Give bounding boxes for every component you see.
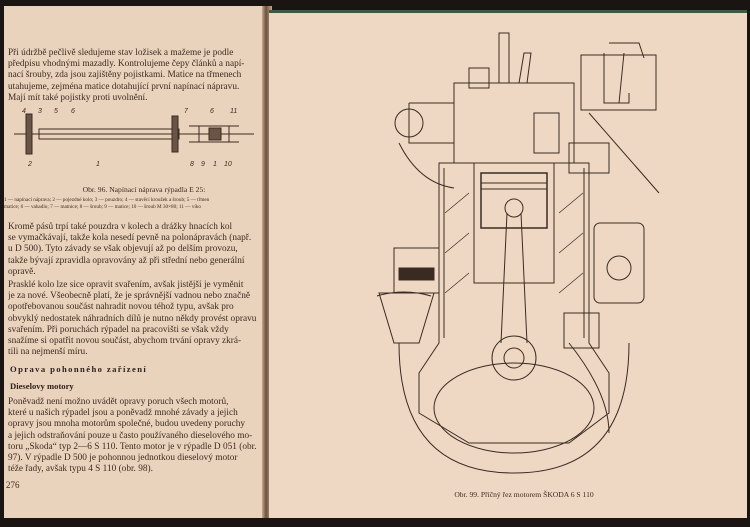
figure-label: 2 <box>27 161 32 168</box>
text-line: Kromě pásů trpí také pouzdra v kolech a … <box>8 222 233 232</box>
figure-label: 10 <box>224 161 232 168</box>
text-line: snažíme si opatřit novou součást, abycho… <box>8 336 242 347</box>
text-line: Poněvadž není možno uvádět opravy poruch… <box>8 397 229 407</box>
figure-96-caption: Obr. 96. Napínací náprava rýpadla E 25: <box>82 185 206 194</box>
text-line: které u našich rýpadel jsou a poněvadž m… <box>8 408 238 419</box>
text-line: u D 500). Tyto závady se však objevují a… <box>8 244 238 255</box>
figure-label: 3 <box>38 108 42 115</box>
text-line: svařením. Při poruchách rýpadel na praco… <box>8 324 229 335</box>
figure-label: 8 <box>190 161 194 168</box>
page-number: 276 <box>6 480 20 490</box>
text-line: utahujeme, zejména matice dotahující prv… <box>8 81 240 92</box>
figure-label: 1 <box>213 161 217 168</box>
figure-label: 5 <box>54 108 58 115</box>
text-line: předpisu vhodnými mazadly. Kontrolujeme … <box>8 59 245 70</box>
text-line: Prasklé kolo lze sice opravit svařením, … <box>8 280 244 290</box>
legend-line: 1 — napínací náprava; 2 — pojezdné kolo;… <box>4 197 210 203</box>
figure-label: 6 <box>210 108 214 115</box>
text-line: a jejich odstraňování pouze u často použ… <box>8 430 253 441</box>
figure-label: 6 <box>71 108 75 115</box>
right-page: Obr. 99. Příčný řez motorem ŠKODA 6 S 11… <box>269 10 747 518</box>
figure-99-caption: Obr. 99. Příčný řez motorem ŠKODA 6 S 11… <box>454 490 594 499</box>
left-page: Při údržbě pečlivě sledujeme stav ložise… <box>4 6 266 518</box>
text-line: je za nové. Všeobecně platí, že je správ… <box>8 291 250 302</box>
paragraph-welding: Prasklé kolo lze sice opravit svařením, … <box>8 280 262 358</box>
figure-label: 9 <box>201 161 205 168</box>
text-line: opotřebovanou součást nahradit novou téh… <box>8 302 234 313</box>
text-line: 97). V rýpadle D 500 je pohonnou jednotk… <box>8 453 238 464</box>
text-line: takže bývají zpravidla opravovány až při… <box>8 255 245 266</box>
text-line: opravy jsou mnoha motorům společné, budo… <box>8 419 246 430</box>
figure-label: 4 <box>22 108 26 115</box>
text-line: obvyklý nedostatek náhradních dílů je nu… <box>8 313 257 324</box>
text-line: Při údržbě pečlivě sledujeme stav ložise… <box>8 48 234 58</box>
paragraph-wheels: Kromě pásů trpí také pouzdra v kolech a … <box>8 222 262 278</box>
subsection-heading: Dieselovy motory <box>10 381 74 391</box>
book-gutter <box>262 6 272 518</box>
figure-96-axle-drawing: 4 3 5 6 7 6 11 2 1 8 9 1 10 <box>14 108 254 168</box>
text-line: se vymačkávají, takže kola nesedí pevně … <box>8 233 252 244</box>
legend-line: matice; 6 — vahadlo; 7 — matnice; 8 — šr… <box>4 204 201 210</box>
figure-label: 7 <box>184 108 189 115</box>
figure-99-engine-cross-section <box>376 32 660 474</box>
paragraph-diesel: Poněvadž není možno uvádět opravy poruch… <box>8 397 262 475</box>
text-line: nací šrouby, zda jsou zajištěny pojistka… <box>8 70 242 81</box>
figure-label: 11 <box>230 108 237 115</box>
figure-96-legend: 1 — napínací náprava; 2 — pojezdné kolo;… <box>4 197 266 211</box>
paragraph-maintenance: Při údržbě pečlivě sledujeme stav ložise… <box>8 48 262 104</box>
text-line: toru „Škoda“ typ 2—6 S 110. Tento motor … <box>8 441 257 452</box>
section-heading: Oprava pohonného zařízení <box>10 364 148 374</box>
text-line: opravě. <box>8 266 36 277</box>
figure-label: 1 <box>96 161 100 168</box>
text-line: tili na nejmenší míru. <box>8 347 88 358</box>
text-line: Mají mít také pojistky proti uvolnění. <box>8 92 148 103</box>
text-line: téže řady, avšak typu 4 S 110 (obr. 98). <box>8 464 153 475</box>
